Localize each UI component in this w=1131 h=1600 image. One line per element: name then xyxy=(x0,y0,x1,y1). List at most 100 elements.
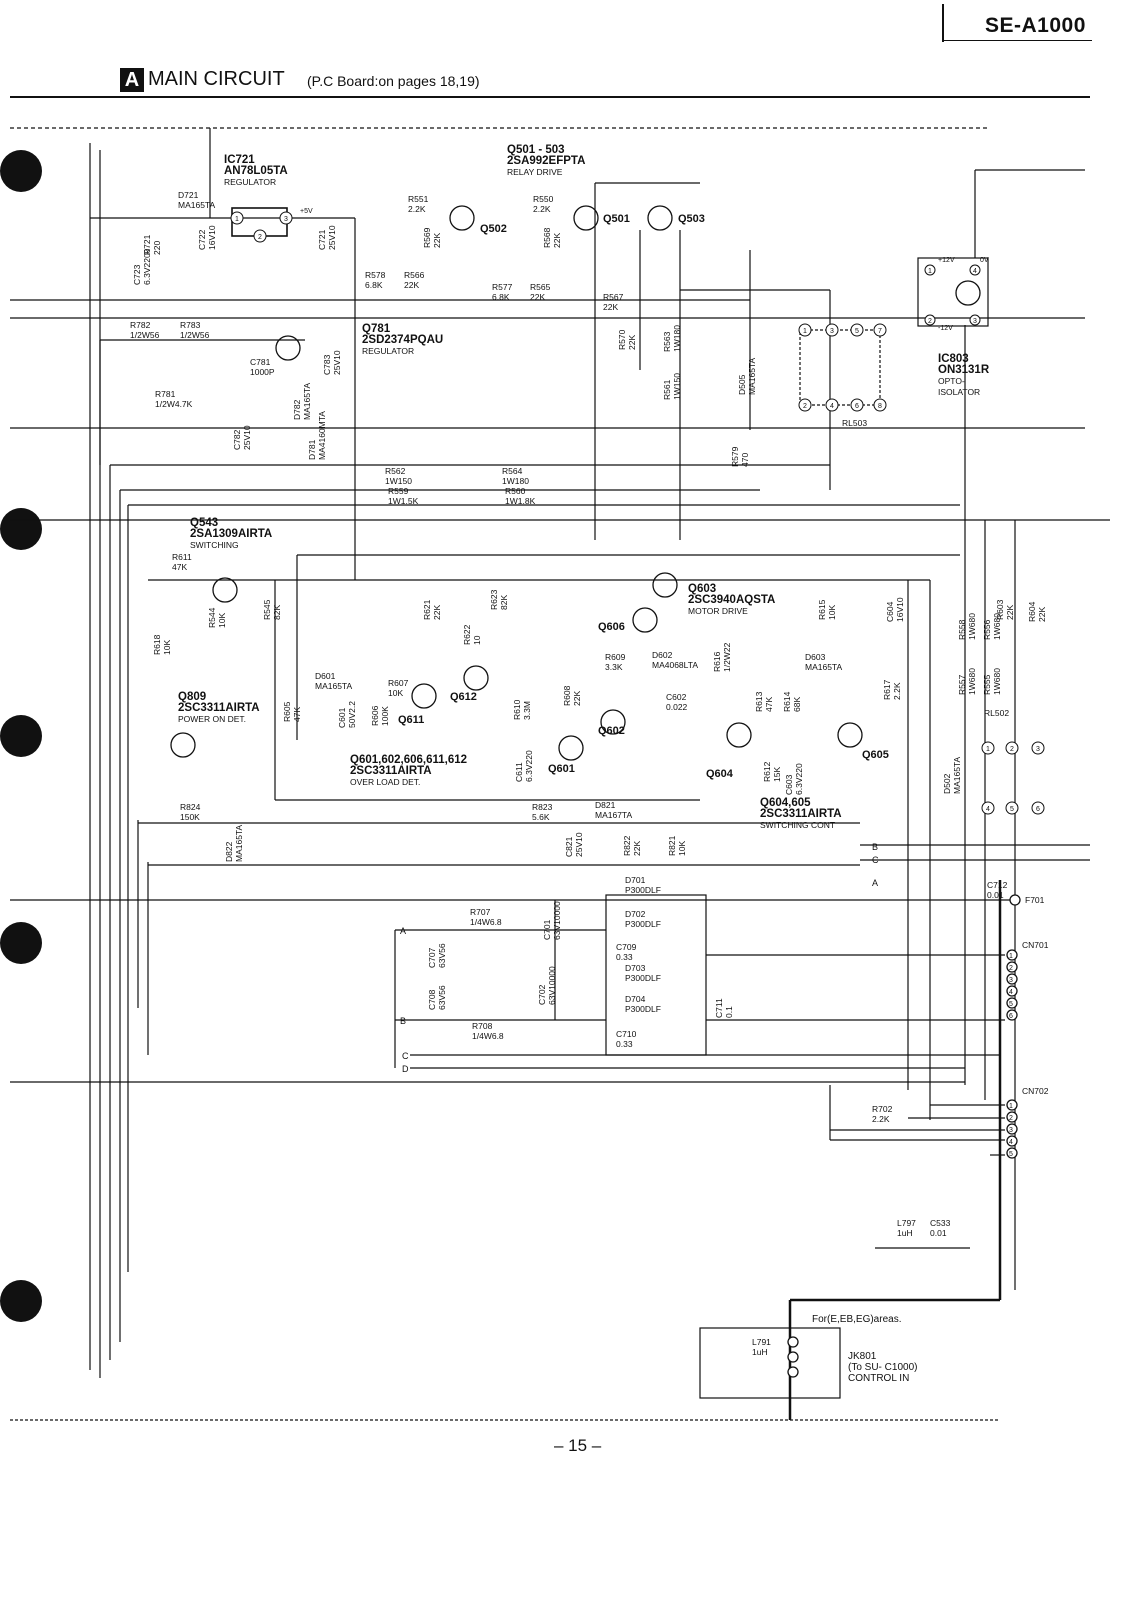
label-line: R555 xyxy=(982,674,992,695)
label-line: 22K xyxy=(627,335,637,350)
node-b-right-label: B xyxy=(872,842,878,852)
label-line: 68K xyxy=(792,697,802,712)
label-line: 2SC3311AIRTA xyxy=(178,702,260,714)
label-line: R561 xyxy=(662,379,672,400)
label-line: R606 xyxy=(370,705,380,726)
label-line: C723 xyxy=(132,264,142,285)
label-line: R578 xyxy=(365,270,386,280)
connector-pins xyxy=(787,894,1021,1378)
label-line: Q601,602,606,611,612 xyxy=(350,754,467,766)
label-line: C533 xyxy=(930,1218,951,1228)
label-line: R616 xyxy=(712,651,722,672)
label-line: Q781 xyxy=(362,323,391,335)
label-line: R564 xyxy=(502,466,523,476)
cn701-pin-4: 4 xyxy=(1009,989,1013,996)
label-line: R563 xyxy=(662,331,672,352)
label-line: 1W150 xyxy=(672,373,682,400)
label-line: 22K xyxy=(1037,607,1047,622)
label-line: 6.8K xyxy=(492,292,510,302)
label-line: R608 xyxy=(562,685,572,706)
rl503-pin-5: 5 xyxy=(855,328,859,335)
label-line: R708 xyxy=(472,1021,493,1031)
rl502-pin-1: 1 xyxy=(986,746,990,753)
cn702-label: CN702 xyxy=(1022,1086,1049,1096)
rl502-pin-3: 3 xyxy=(1036,746,1040,753)
cn701-pin-3: 3 xyxy=(1009,977,1013,984)
label-line: L791 xyxy=(752,1337,771,1347)
label-line: R579 xyxy=(730,446,740,467)
cn702-pin-3: 3 xyxy=(1009,1127,1013,1134)
note_areas-label: For(E,EB,EG)areas. xyxy=(812,1314,901,1325)
label-line: C707 xyxy=(427,947,437,968)
rl503-pin-4: 4 xyxy=(830,403,834,410)
node_b-label: B xyxy=(400,1016,406,1026)
rl502-pin-4: 4 xyxy=(986,806,990,813)
label-line: R618 xyxy=(152,634,162,655)
label-line: B xyxy=(400,1016,406,1026)
label-line: 2SA1309AIRTA xyxy=(190,528,272,540)
label-line: D702 xyxy=(625,909,646,919)
label-line: C710 xyxy=(616,1029,637,1039)
label-line: 22K xyxy=(1005,605,1015,620)
label-line: C783 xyxy=(322,354,332,375)
node-c-right-label: C xyxy=(872,855,879,865)
ic721-pin xyxy=(230,211,244,225)
label-line: 1/2W56 xyxy=(130,330,160,340)
label-line: Q543 xyxy=(190,517,218,529)
label-line: L797 xyxy=(897,1218,916,1228)
label-line: R551 xyxy=(408,194,429,204)
label-line: 6.3V220 xyxy=(794,763,804,795)
label-line: RL503 xyxy=(842,418,867,428)
q601-label: Q601 xyxy=(548,763,575,775)
cn701-label: CN701 xyxy=(1022,940,1049,950)
rl502-pin-2: 2 xyxy=(1010,746,1014,753)
label-line: 15K xyxy=(772,767,782,782)
rl502-pin-5: 5 xyxy=(1010,806,1014,813)
label-line: R550 xyxy=(533,194,554,204)
label-line: 220 xyxy=(152,241,162,255)
label-line: R560 xyxy=(505,486,526,496)
label-line: 25V10 xyxy=(242,425,252,450)
label-line: REGULATOR xyxy=(362,346,414,356)
label-line: P300DLF xyxy=(625,1004,661,1014)
label-line: R604 xyxy=(1027,601,1037,622)
label-line: RELAY DRIVE xyxy=(507,167,563,177)
label-line: R565 xyxy=(530,282,551,292)
label-line: 22K xyxy=(552,233,562,248)
label-line: RL502 xyxy=(984,708,1009,718)
rl503-pin xyxy=(825,323,839,337)
label-line: P300DLF xyxy=(625,919,661,929)
label-line: MA165TA xyxy=(178,200,215,210)
label-line: C604 xyxy=(885,601,895,622)
label-line: 1/4W6.8 xyxy=(472,1031,504,1041)
label-line: 100K xyxy=(380,706,390,726)
ic803-pin-3: 3 xyxy=(973,318,977,325)
label-line: 0.1 xyxy=(724,1006,734,1018)
label-line: R623 xyxy=(489,589,499,610)
rl503-pin xyxy=(873,398,887,412)
